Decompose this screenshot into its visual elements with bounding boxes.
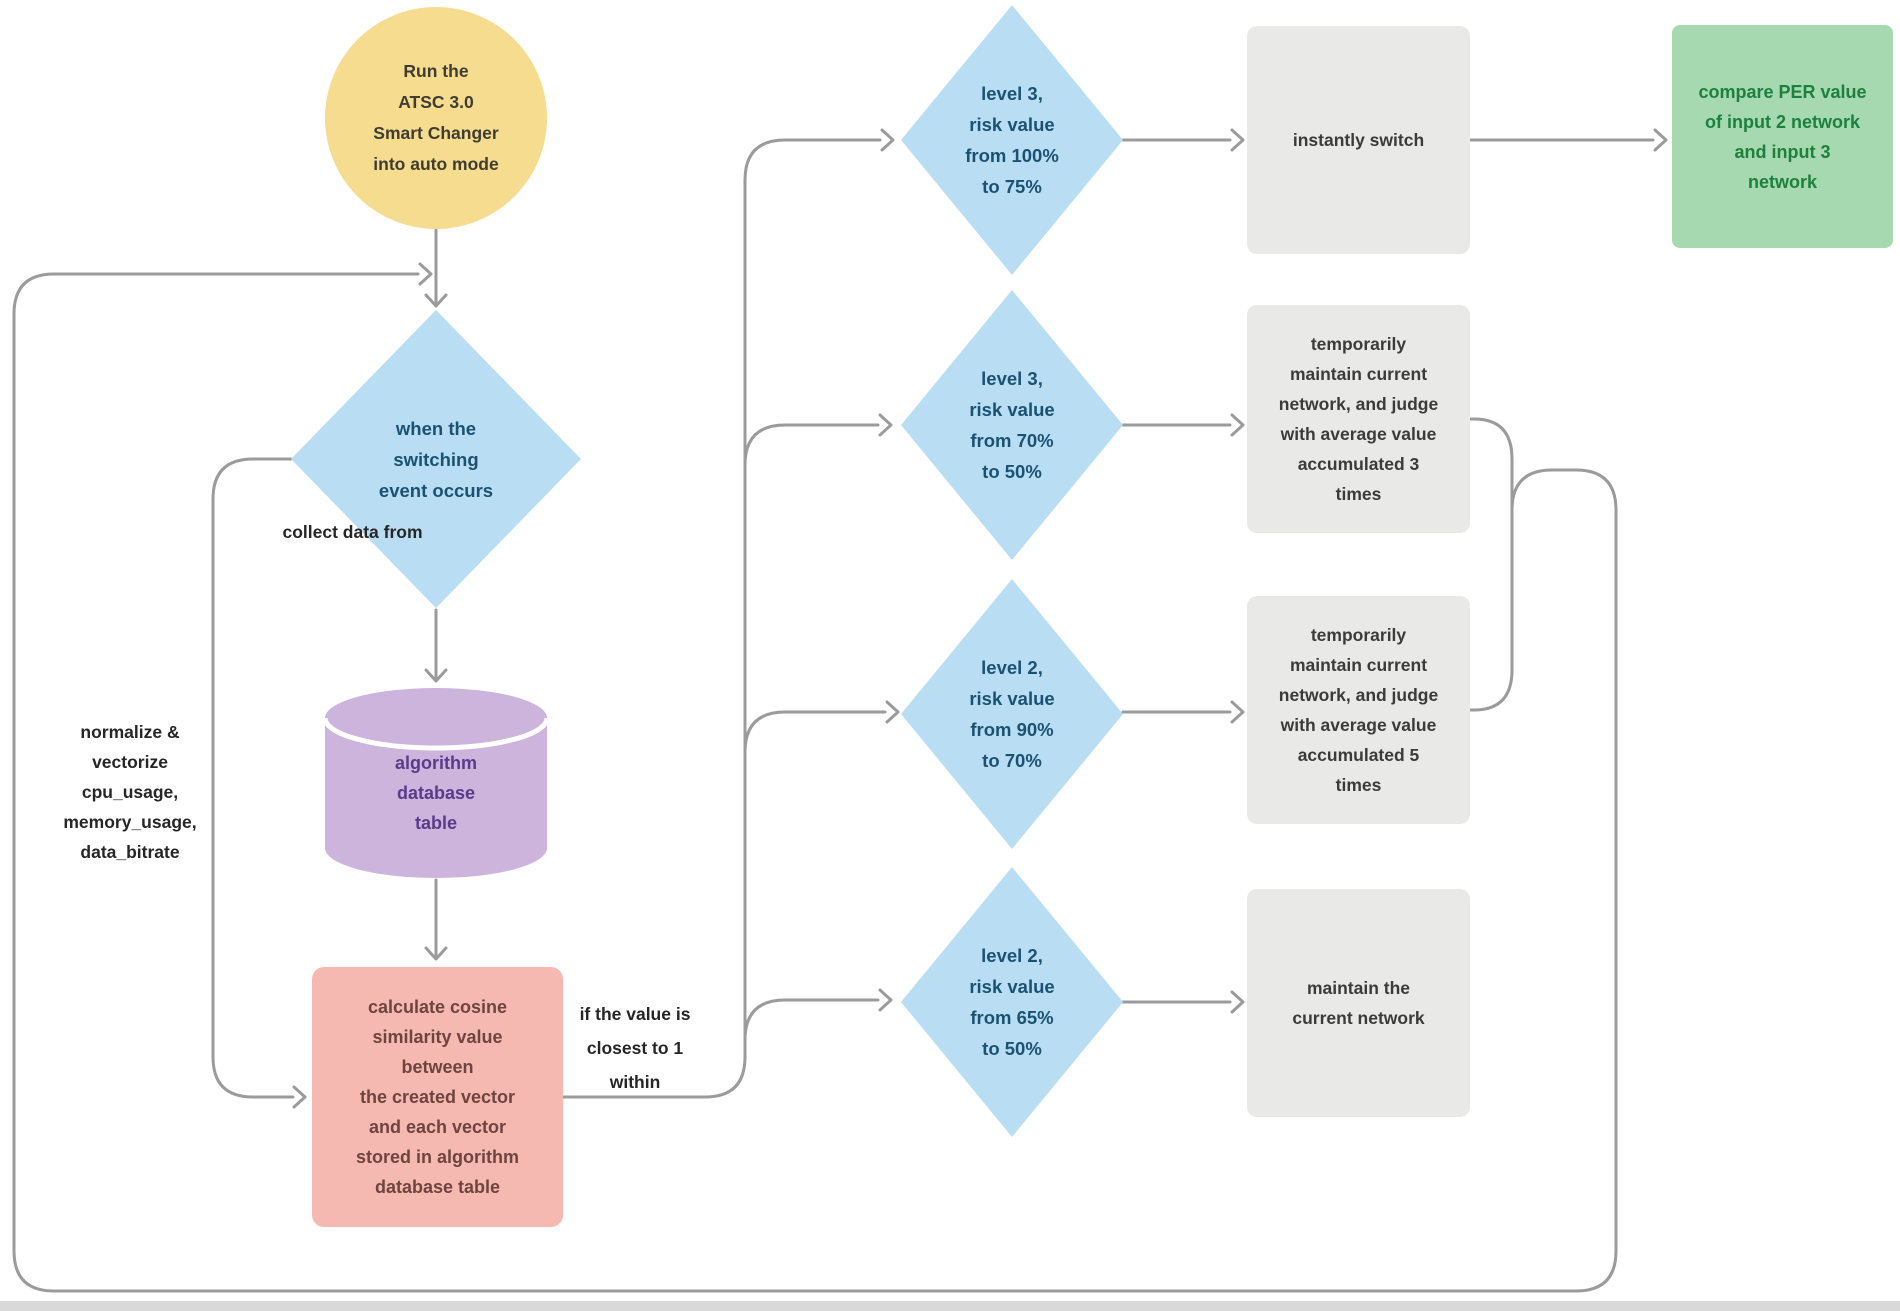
result-compare-per-label: compare PER value of input 2 network and…: [1698, 81, 1867, 192]
decision-level2-65-50-label: level 2, risk value from 65% to 50%: [969, 945, 1055, 1059]
edge-branch-level2-hi: [743, 700, 900, 754]
action-judge-5-times: temporarily maintain current network, an…: [1247, 596, 1470, 824]
edge-label-closest-to-1: if the value is closest to 1 within: [579, 1004, 691, 1092]
action-judge-5-times-label: temporarily maintain current network, an…: [1278, 625, 1439, 795]
decision-level2-90-70-label: level 2, risk value from 90% to 70%: [969, 657, 1055, 771]
decision-level3-100-75-label: level 3, risk value from 100% to 75%: [965, 83, 1059, 197]
decision-level3-70-50-label: level 3, risk value from 70% to 50%: [969, 368, 1055, 482]
edge-d3-to-judge5: [1121, 700, 1245, 724]
edge-d4-to-maintain: [1121, 990, 1245, 1014]
edge-d2-to-judge3: [1121, 413, 1245, 437]
action-maintain-network: maintain the current network: [1247, 889, 1470, 1117]
action-instantly-switch: instantly switch: [1247, 26, 1470, 254]
edge-start-to-decision: [424, 228, 448, 308]
edge-label-collect-data: collect data from: [282, 522, 423, 542]
action-instantly-switch-label: instantly switch: [1292, 130, 1425, 150]
database-table-node: algorithm database table: [325, 718, 547, 868]
edge-db-to-process: [424, 878, 448, 961]
edge-feedback-loop: [12, 262, 1618, 1293]
edge-decision-left-loop: [211, 457, 307, 1109]
result-compare-per: compare PER value of input 2 network and…: [1672, 25, 1893, 248]
action-judge-3-times: temporarily maintain current network, an…: [1247, 305, 1470, 533]
edge-decision-to-db: [424, 608, 448, 683]
start-node-label: Run the ATSC 3.0 Smart Changer into auto…: [373, 61, 499, 174]
edge-d1-to-instant: [1121, 128, 1245, 152]
edge-branch-level2-lo: [743, 988, 893, 1042]
edge-process-to-branches: [561, 128, 895, 1099]
action-judge-3-times-label: temporarily maintain current network, an…: [1278, 334, 1439, 504]
process-cosine-similarity: calculate cosine similarity value betwee…: [312, 967, 563, 1227]
start-node: Run the ATSC 3.0 Smart Changer into auto…: [325, 7, 547, 229]
edge-judge3-out: [1468, 417, 1514, 480]
edge-judge5-out: [1468, 468, 1514, 712]
database-cylinder-shape: [322, 688, 550, 878]
edge-instant-to-compare: [1468, 128, 1668, 152]
process-cosine-similarity-label: calculate cosine similarity value betwee…: [355, 997, 519, 1197]
page-bottom-edge: [0, 1301, 1900, 1311]
action-maintain-network-label: maintain the current network: [1292, 978, 1425, 1028]
database-table-label: algorithm database table: [394, 753, 477, 833]
edge-branch-level3-lo: [743, 413, 893, 467]
edge-label-normalize-vectorize: normalize & vectorize cpu_usage, memory_…: [63, 722, 197, 862]
decision-switching-event-label: when the switching event occurs: [378, 417, 494, 501]
